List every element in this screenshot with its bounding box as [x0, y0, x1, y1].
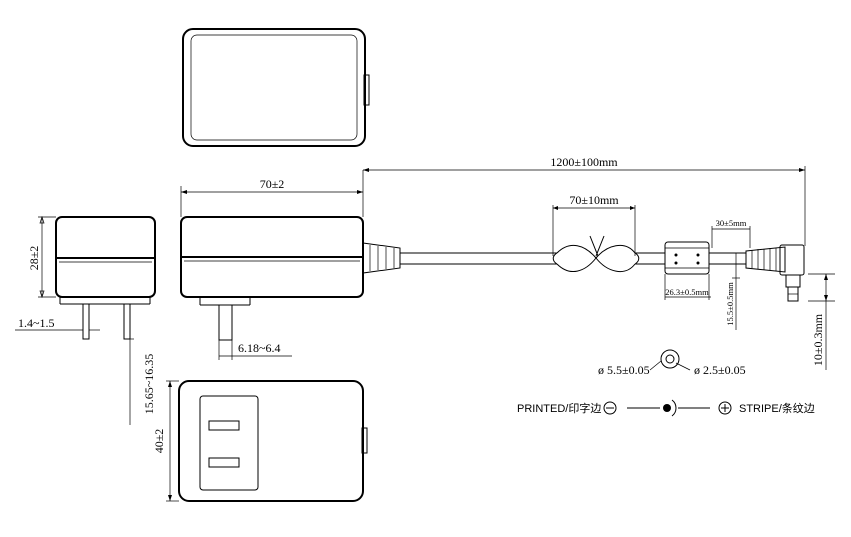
- inner-diameter-dim: ø 2.5±0.05: [694, 363, 746, 377]
- stripe-side-label: STRIPE/条纹边: [739, 401, 815, 415]
- body-width-dim: 40±2: [152, 429, 166, 454]
- ferrite-position-dimension: [552, 205, 636, 256]
- pin-spacing-dim: 15.65~16.35: [142, 354, 156, 415]
- pin-thickness-dim: 1.4~1.5: [18, 316, 55, 330]
- adapter-front-view: [180, 170, 401, 360]
- body-length-dim: 70±2: [260, 177, 285, 191]
- pin-length-dim: 6.18~6.4: [238, 341, 281, 355]
- cable: [400, 235, 805, 302]
- adapter-bottom-view: [126, 338, 368, 502]
- strain-relief-dimension: [711, 226, 751, 248]
- printed-side-label: PRINTED/印字边: [517, 401, 601, 415]
- strain-relief-dim: 30±5mm: [716, 218, 747, 228]
- ferrite-length-dim: 26.3±0.5mm: [665, 287, 709, 297]
- ferrite-position-dim: 70±10mm: [569, 193, 619, 207]
- plug-length-dimension: [732, 253, 740, 330]
- cable-length-dimension: [363, 166, 806, 246]
- plug-tip-dimension: [808, 273, 835, 370]
- polarity-diagram: [603, 399, 732, 417]
- plug-length-dim: 15.5±0.5mm: [725, 282, 735, 326]
- adapter-top-view: [182, 28, 370, 147]
- ferrite-length-dimension: [664, 274, 711, 300]
- outer-diameter-dim: ø 5.5±0.05: [598, 363, 650, 377]
- body-height-dim: 28±2: [27, 246, 41, 271]
- cable-length-dim: 1200±100mm: [550, 155, 618, 169]
- plug-cross-section: [649, 349, 691, 371]
- plug-tip-dim: 10±0.3mm: [811, 313, 825, 366]
